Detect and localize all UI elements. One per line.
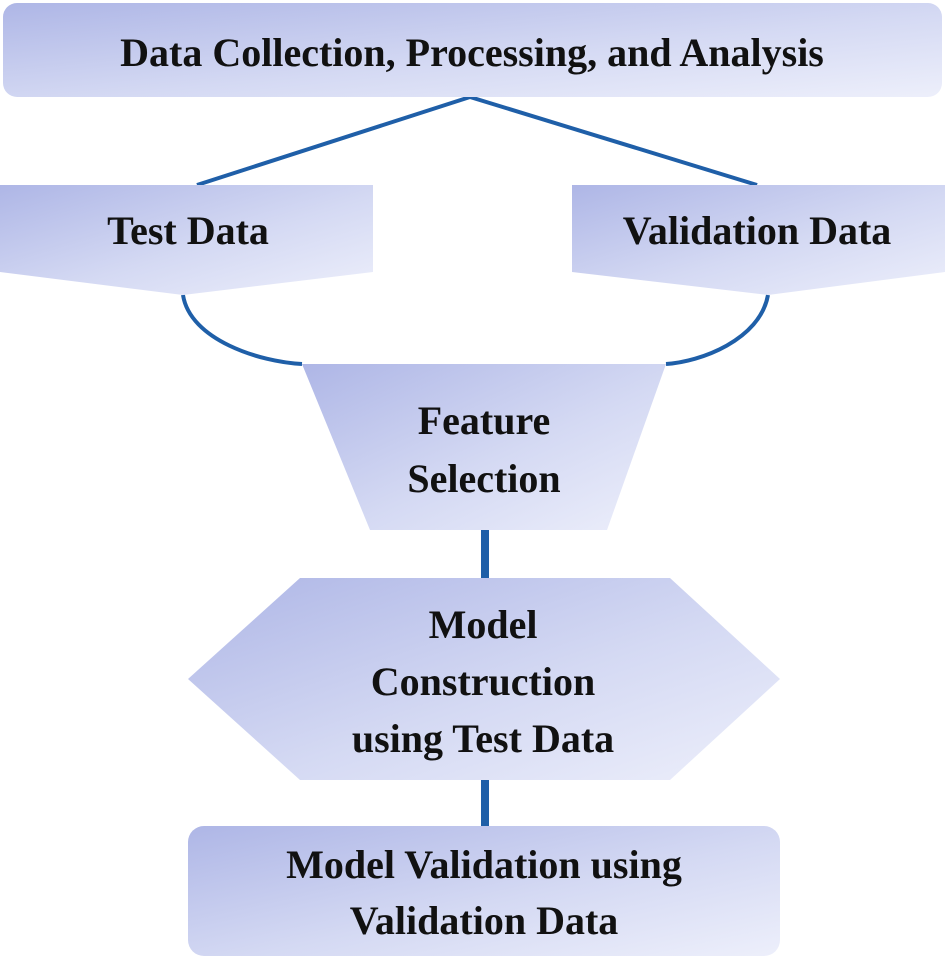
node-model-construction-label-line-3: using Test Data (352, 716, 614, 761)
node-feature-selection-label-line-2: Selection (407, 456, 560, 501)
node-model-construction-label-line-1: Model (429, 602, 538, 647)
node-validation-data-label: Validation Data (623, 208, 892, 253)
node-model-construction: Model Construction using Test Data (188, 578, 780, 780)
node-validation-data: Validation Data (572, 185, 945, 295)
node-data-collection-shape (3, 3, 942, 97)
node-test-data-label: Test Data (107, 208, 269, 253)
node-feature-selection-shape (302, 364, 666, 530)
node-feature-selection-label-line-1: Feature (418, 398, 551, 443)
node-data-collection: Data Collection, Processing, and Analysi… (3, 3, 942, 97)
node-test-data: Test Data (0, 185, 373, 295)
node-model-construction-shape (188, 578, 780, 780)
node-feature-selection: Feature Selection (302, 364, 666, 530)
node-model-validation-label-line-2: Validation Data (350, 898, 619, 943)
connector-collection-to-validation (469, 95, 758, 187)
connector-collection-to-test (196, 95, 471, 187)
node-model-validation-label-line-1: Model Validation using (286, 842, 682, 887)
node-validation-data-shape (572, 185, 945, 295)
connector-validation-to-feature (665, 294, 770, 366)
node-model-validation-shape (188, 826, 780, 956)
node-model-construction-label-line-2: Construction (371, 659, 595, 704)
connectors (181, 95, 770, 826)
node-test-data-shape (0, 185, 373, 295)
node-data-collection-label: Data Collection, Processing, and Analysi… (120, 30, 824, 75)
connector-test-to-feature (181, 294, 303, 366)
node-model-validation: Model Validation using Validation Data (188, 826, 780, 956)
